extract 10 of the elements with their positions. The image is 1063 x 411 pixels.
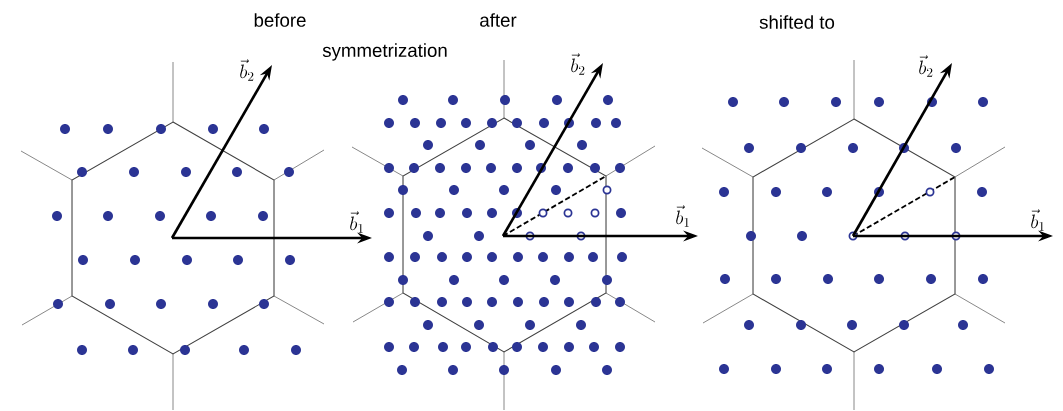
panel-label: shifted to [759,15,835,29]
vector-label: $\vec{b}_1$ [1031,209,1044,231]
vector-label: $\vec{b}_1$ [676,205,689,227]
vector-label: $\vec{b}_1$ [350,211,363,233]
vector-label: $\vec{b}_2$ [571,53,585,75]
vector-label: $\vec{b}_2$ [240,59,254,81]
panel-label: symmetrization [322,43,447,61]
vector-label: $\vec{b}_2$ [919,55,933,77]
panel-label: after [480,13,517,27]
panel-label: before [254,13,306,27]
